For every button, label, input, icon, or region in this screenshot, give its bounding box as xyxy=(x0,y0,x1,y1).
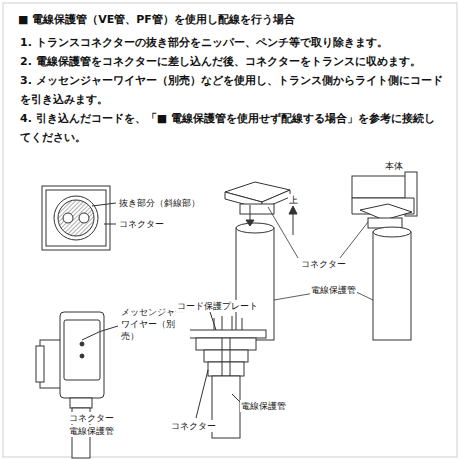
part-label: 本体 xyxy=(384,160,404,172)
part-label: コネクター xyxy=(170,420,217,432)
frame xyxy=(3,3,457,457)
leaders-top xyxy=(268,207,373,300)
part-label: 電線保護管 xyxy=(310,284,357,296)
instruction: 4. 引き込んだコードを、「■ 電線保護管を使用せず配線する場合」を参考に接続し… xyxy=(20,109,445,147)
instruction: 1. トランスコネクターの抜き部分をニッパー、ペンチ等で取り除きます。 xyxy=(20,33,445,52)
part-label: コード保護プレート xyxy=(176,300,259,312)
part-label: コネクター xyxy=(118,218,165,230)
part-label: 電線保護管 xyxy=(68,425,115,437)
connector-insert xyxy=(225,182,297,340)
direction-label: 上 xyxy=(288,194,299,206)
transformer-with-wire xyxy=(36,312,118,458)
connector-top-view xyxy=(42,186,116,250)
transformer-body-connected xyxy=(352,172,417,340)
part-label: 抜き部分（斜線部） xyxy=(118,197,201,209)
part-label: コネクター xyxy=(68,412,115,424)
part-label: 電線保護管 xyxy=(240,400,287,412)
instruction: 3. メッセンジャーワイヤー（別売）などを使用し、トランス側からライト側にコード… xyxy=(20,71,445,109)
part-label: コネクター xyxy=(300,258,347,270)
heading: ■ 電線保護管（VE管、PF管）を使用し配線を行う場合 xyxy=(18,10,448,29)
instruction: 2. 電線保護管をコネクターに差し込んだ後、コネクターをトランスに収めます。 xyxy=(20,52,445,71)
